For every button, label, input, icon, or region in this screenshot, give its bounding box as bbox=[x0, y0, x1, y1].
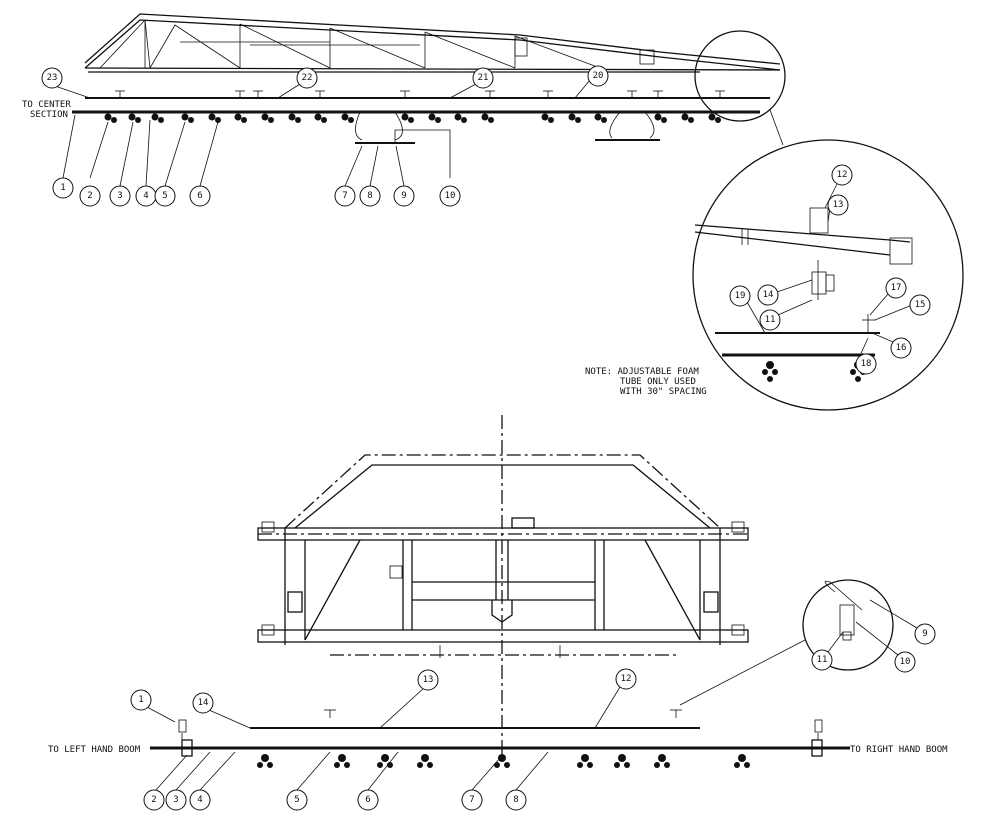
callout-6: 6 bbox=[197, 191, 202, 201]
center-callout-5: 5 bbox=[294, 795, 299, 805]
callout-20: 20 bbox=[593, 71, 604, 81]
detail-callout-14: 14 bbox=[763, 290, 774, 300]
callout-9: 9 bbox=[401, 191, 406, 201]
detail-callout-18: 18 bbox=[861, 359, 872, 369]
detail-circle-top: 12 13 14 11 17 15 16 18 19 bbox=[692, 30, 964, 411]
callout-3: 3 bbox=[117, 191, 122, 201]
detail-callout-16: 16 bbox=[896, 343, 907, 353]
callout-4: 4 bbox=[143, 191, 148, 201]
detail-circle-bottom: 9 10 11 bbox=[679, 579, 936, 706]
note-line-3: WITH 30" SPACING bbox=[620, 387, 707, 397]
boom-truss bbox=[84, 13, 781, 73]
detail-callout-19: 19 bbox=[735, 291, 746, 301]
top-callouts: 1 2 3 4 5 6 7 8 9 10 20 21 22 23 bbox=[41, 65, 609, 207]
detail-callout-11: 11 bbox=[765, 315, 776, 325]
center-callout-14: 14 bbox=[198, 698, 209, 708]
center-callout-12: 12 bbox=[621, 674, 632, 684]
to-left-hand-boom-label: TO LEFT HAND BOOM bbox=[48, 745, 141, 755]
detail-callout-15: 15 bbox=[915, 300, 926, 310]
detail-callout-12: 12 bbox=[837, 170, 848, 180]
nozzle-bodies bbox=[104, 113, 721, 123]
callout-22: 22 bbox=[302, 73, 313, 83]
center-callout-8: 8 bbox=[513, 795, 518, 805]
center-callout-2: 2 bbox=[151, 795, 156, 805]
callout-21: 21 bbox=[478, 73, 489, 83]
callout-10: 10 bbox=[445, 191, 456, 201]
center-section-frame bbox=[257, 415, 749, 760]
center-callout-6: 6 bbox=[365, 795, 370, 805]
to-right-hand-boom-label: TO RIGHT HAND BOOM bbox=[850, 745, 948, 755]
center-callout-1: 1 bbox=[138, 695, 143, 705]
callout-1: 1 bbox=[60, 183, 65, 193]
center-callout-7: 7 bbox=[469, 795, 474, 805]
to-center-label-2: SECTION bbox=[30, 110, 68, 120]
callout-7: 7 bbox=[342, 191, 347, 201]
top-plumbing bbox=[72, 90, 770, 178]
detail-callout-17: 17 bbox=[891, 283, 902, 293]
center-callout-13: 13 bbox=[423, 675, 434, 685]
note-line-2: TUBE ONLY USED bbox=[620, 377, 696, 387]
detail-callout-13: 13 bbox=[833, 200, 844, 210]
center-callout-10: 10 bbox=[900, 657, 911, 667]
callout-2: 2 bbox=[87, 191, 92, 201]
callout-8: 8 bbox=[367, 191, 372, 201]
center-callout-4: 4 bbox=[197, 795, 202, 805]
callout-5: 5 bbox=[162, 191, 167, 201]
center-plumbing bbox=[150, 709, 850, 768]
center-callout-3: 3 bbox=[173, 795, 178, 805]
center-callout-9: 9 bbox=[922, 629, 927, 639]
center-callout-11: 11 bbox=[817, 655, 828, 665]
center-callouts: 1 14 13 12 2 3 4 5 6 7 8 bbox=[130, 668, 637, 811]
callout-23: 23 bbox=[47, 73, 58, 83]
note-line-1: NOTE: ADJUSTABLE FOAM bbox=[585, 367, 699, 377]
to-center-label-1: TO CENTER bbox=[22, 100, 71, 110]
